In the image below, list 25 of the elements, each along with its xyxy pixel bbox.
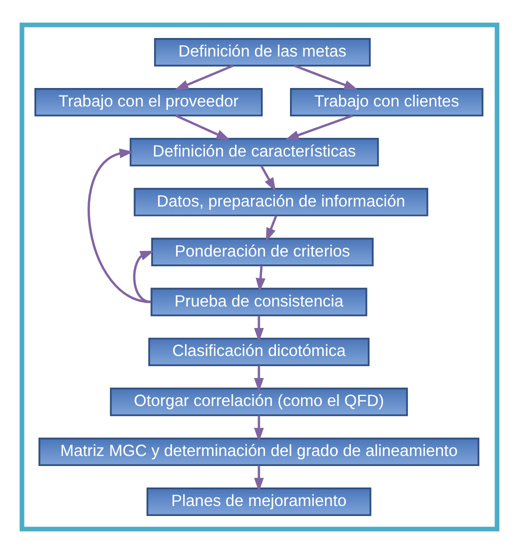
cluster	[20, 22, 500, 531]
node-box: Trabajo con clientes	[290, 87, 484, 116]
node-box: Otorgar correlación (como el QFD)	[110, 387, 408, 416]
arrow	[174, 64, 234, 90]
node-box: Ponderación de criterios	[151, 237, 374, 266]
node-box: Planes de mejoramiento	[146, 487, 372, 516]
node-box: Prueba de consistencia	[150, 287, 368, 316]
arrow	[260, 164, 276, 192]
arrow	[266, 214, 278, 242]
arrow	[88, 148, 152, 303]
node-box: Definición de características	[130, 137, 379, 166]
arrow	[133, 250, 154, 303]
arrow	[254, 465, 264, 492]
arrow	[175, 114, 230, 140]
arrow	[254, 365, 264, 392]
node-box: Matriz MGC y determinación del grado de alineamiento	[38, 437, 480, 466]
node-box: Clasificación dicotómica	[148, 337, 370, 366]
arrow	[254, 415, 264, 442]
node-box: Definición de las metas	[154, 38, 371, 66]
arrow	[284, 114, 353, 140]
arrow	[256, 265, 266, 292]
node-box: Trabajo con el proveedor	[34, 87, 263, 116]
node-box: Datos, preparación de información	[134, 187, 428, 216]
arrow	[294, 64, 358, 90]
arrow	[254, 315, 264, 342]
